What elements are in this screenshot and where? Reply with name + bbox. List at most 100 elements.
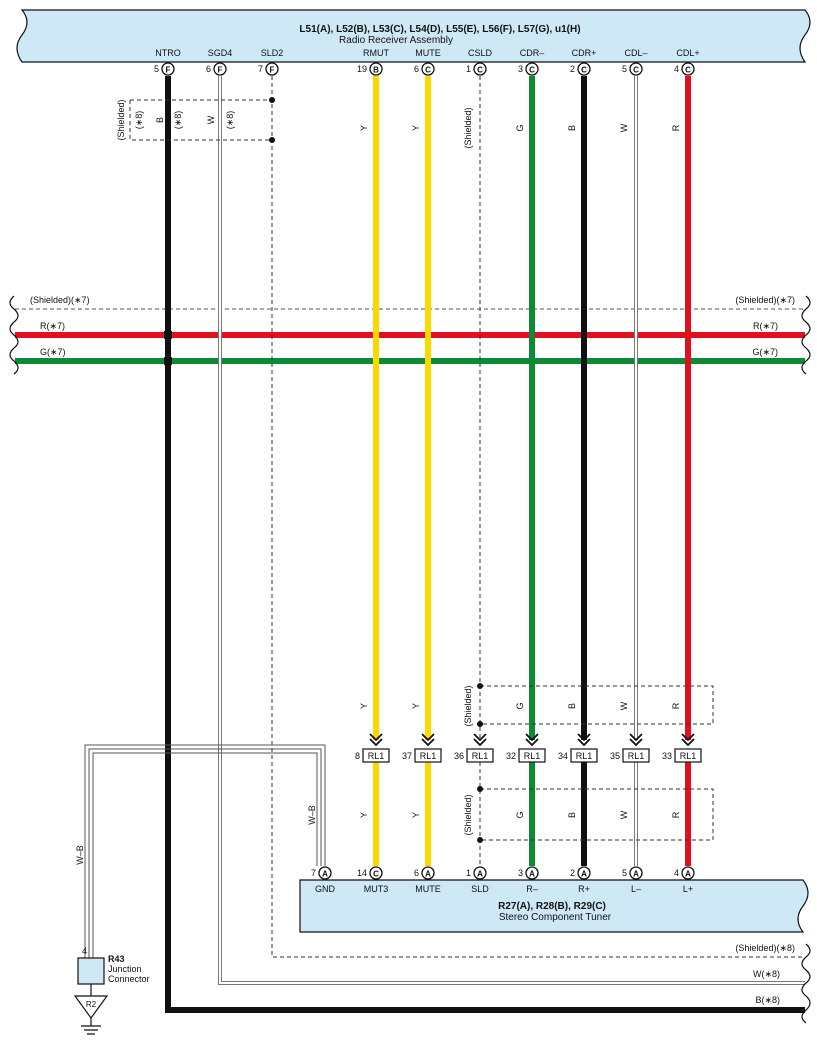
left-shielded-label: (Shielded) <box>116 99 126 140</box>
chevron-down-icon <box>473 733 487 747</box>
rl1-label: RL1 <box>472 751 489 761</box>
top-pin-connector: C <box>477 66 483 75</box>
top-pin-number: 7 <box>258 64 263 74</box>
rl1-pin-number: 32 <box>506 751 516 761</box>
r43-line1: Junction <box>108 964 142 974</box>
wire-color-label: Y <box>411 125 421 131</box>
bottom-pin-label: SLD <box>471 884 489 894</box>
sld2-shield-wire <box>271 76 805 958</box>
rl1-connector-box <box>362 748 390 763</box>
top-pin-label: CSLD <box>468 48 493 58</box>
top-pin-connector: C <box>685 66 691 75</box>
wire-color-label: R <box>671 124 681 131</box>
top-pin-terminal <box>525 62 539 76</box>
wire-color-label: Y <box>411 812 421 818</box>
left-shielded-star: (∗8) <box>134 111 144 130</box>
bottom-pin-terminal <box>681 866 695 880</box>
top-pin-label: SGD4 <box>208 48 233 58</box>
lower-middle-shield-box <box>480 788 714 841</box>
rl1-connector-box <box>466 748 494 763</box>
chevron-down-icon <box>525 733 539 747</box>
wire-color-label: R <box>671 811 681 818</box>
bottom-white-label: W(∗8) <box>753 969 780 979</box>
top-connector-box <box>16 9 811 63</box>
chevron-down-icon <box>629 733 643 747</box>
bottom-wire-labels: (Shielded)(∗8) W(∗8) B(∗8) <box>735 943 795 1005</box>
top-pin-label: CDL– <box>624 48 647 58</box>
rl1-label: RL1 <box>628 751 645 761</box>
bottom-pin-label: MUT3 <box>364 884 389 894</box>
green-right-label: G(∗7) <box>752 347 778 357</box>
bottom-pin-number: 1 <box>466 868 471 878</box>
r43-code: R43 <box>108 954 125 964</box>
bottom-pin-number: 2 <box>570 868 575 878</box>
ntro-star-label: (∗8) <box>173 111 183 130</box>
splice-dot <box>477 721 483 727</box>
chevron-down-icon <box>577 733 591 747</box>
wire-color-label: (Shielded) <box>463 794 473 835</box>
top-pin-terminal <box>473 62 487 76</box>
wire-color-label: R <box>671 702 681 709</box>
bottom-pin-terminal <box>318 866 332 880</box>
bottom-pin-label: GND <box>315 884 336 894</box>
green-left-label: G(∗7) <box>40 347 66 357</box>
splice-dot <box>269 97 275 103</box>
wire-color-label: B <box>567 703 577 709</box>
top-pin-connector: B <box>373 66 379 75</box>
bottom-pin-connector: A <box>633 870 639 879</box>
top-pin-number: 5 <box>154 64 159 74</box>
top-pin-terminal <box>213 62 227 76</box>
shielded-right-label: (Shielded)(∗7) <box>735 295 795 305</box>
bottom-pin-connector: A <box>685 870 691 879</box>
gnd-wb-wire-inner <box>88 748 322 958</box>
rl1-connector-box <box>570 748 598 763</box>
rl1-pin-number: 33 <box>662 751 672 761</box>
bottom-pin-connector: A <box>425 870 431 879</box>
wire-color-label: B <box>567 125 577 131</box>
top-pin-number: 19 <box>357 64 367 74</box>
shielded-left-label: (Shielded)(∗7) <box>30 295 90 305</box>
bottom-pin-label: MUTE <box>415 884 441 894</box>
top-pin-terminal <box>161 62 175 76</box>
rl1-label: RL1 <box>368 751 385 761</box>
bottom-pin-terminal <box>525 866 539 880</box>
bottom-pin-number: 6 <box>414 868 419 878</box>
gnd-wb-wire-inner2 <box>92 752 318 958</box>
top-pin-connector: F <box>270 66 275 75</box>
bottom-connector-name: Stereo Component Tuner <box>499 912 612 923</box>
r43-pin-number: 4 <box>82 946 87 956</box>
splice-dot <box>477 683 483 689</box>
r43-wb-label: W–B <box>75 845 85 865</box>
top-pin-label: SLD2 <box>261 48 284 58</box>
wire-color-label: Y <box>359 125 369 131</box>
top-pin-label: NTRO <box>155 48 181 58</box>
left-shield-box <box>129 99 272 141</box>
rl1-connector-box <box>414 748 442 763</box>
bottom-pin-label: L– <box>631 884 641 894</box>
bottom-pin-number: 7 <box>311 868 316 878</box>
top-pin-number: 1 <box>466 64 471 74</box>
ntro-black-wire <box>165 76 805 1013</box>
splice-dot <box>269 137 275 143</box>
r43-connector-box <box>77 957 105 985</box>
bottom-pin-number: 14 <box>357 868 367 878</box>
rl1-pin-number: 8 <box>355 751 360 761</box>
bottom-pin-connector: A <box>529 870 535 879</box>
top-pin-number: 6 <box>206 64 211 74</box>
red-right-label: R(∗7) <box>753 321 778 331</box>
wire-color-label: W <box>619 701 629 710</box>
wire-color-label: Y <box>359 703 369 709</box>
bottom-pin-connector: A <box>581 870 587 879</box>
rl1-connector-box <box>518 748 546 763</box>
top-pin-terminal <box>577 62 591 76</box>
bottom-pin-number: 4 <box>674 868 679 878</box>
chevron-down-icon <box>369 733 383 747</box>
bottom-pin-terminal <box>473 866 487 880</box>
top-pin-label: CDR+ <box>572 48 597 58</box>
bottom-pin-terminal <box>577 866 591 880</box>
rl1-pin-number: 35 <box>610 751 620 761</box>
